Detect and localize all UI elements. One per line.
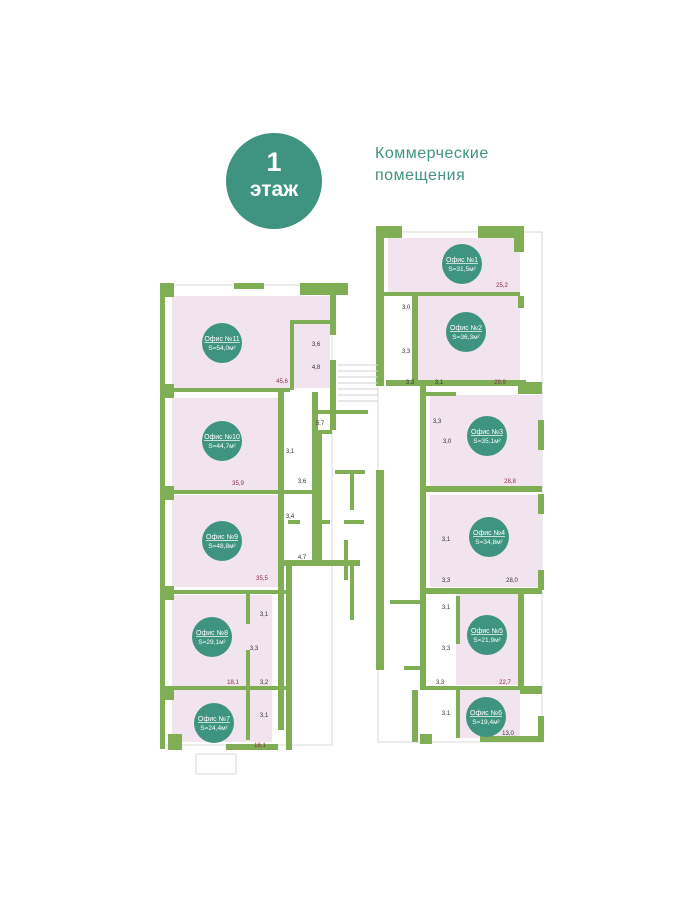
office-name-1: Офис №1 xyxy=(446,257,478,264)
office-markers xyxy=(192,244,509,743)
dim-label: 22,7 xyxy=(499,680,511,686)
dim-label: 35,9 xyxy=(232,481,244,487)
office-name-5: Офис №5 xyxy=(471,628,503,635)
office-name-11: Офис №11 xyxy=(204,336,239,343)
dim-label: 3,3 xyxy=(436,680,445,686)
dim-label: 25,2 xyxy=(496,283,508,289)
dim-label: 3,3 xyxy=(406,380,415,386)
office-name-10: Офис №10 xyxy=(204,434,240,441)
office-marker-1[interactable] xyxy=(442,244,482,284)
room-dimensions: 25,2 3,0 3,3 29,9 3,3 3,1 3,3 3,0 28,8 3… xyxy=(227,283,518,749)
office-marker-3[interactable] xyxy=(467,416,507,456)
office-name-2: Офис №2 xyxy=(450,325,482,332)
office-name-7: Офис №7 xyxy=(198,716,230,723)
dim-label: 3,1 xyxy=(442,605,451,611)
dim-label: 13,0 xyxy=(502,731,514,737)
dim-label: 3,3 xyxy=(402,349,411,355)
office-marker-7[interactable] xyxy=(194,703,234,743)
office-name-4: Офис №4 xyxy=(473,530,505,537)
stairs xyxy=(338,364,378,402)
dim-label: 18,1 xyxy=(227,680,239,686)
office-marker-9[interactable] xyxy=(202,521,242,561)
floor-word: этаж xyxy=(249,178,299,201)
office-area-10: S=44,7м² xyxy=(208,443,236,450)
dim-label: 3,6 xyxy=(298,479,307,485)
walls xyxy=(160,226,544,750)
office-area-6: S=19,4м² xyxy=(472,719,500,726)
office-name-9: Офис №9 xyxy=(206,534,238,541)
office-area-9: S=48,8м² xyxy=(208,543,236,550)
office-marker-8[interactable] xyxy=(192,617,232,657)
office-area-5: S=21,9м² xyxy=(473,637,501,644)
office-area-3: S=35,1м² xyxy=(473,438,501,445)
page-title-line-1: Коммерческие xyxy=(375,145,489,162)
page-title: Коммерческие помещения xyxy=(375,143,575,187)
dim-label: 3,1 xyxy=(442,711,451,717)
floor-number: 1 xyxy=(266,147,282,177)
dim-label: 45,6 xyxy=(276,379,288,385)
dim-label: 3,3 xyxy=(442,578,451,584)
office-area-1: S=31,5м² xyxy=(448,266,476,273)
dim-label: 35,5 xyxy=(256,576,268,582)
office-marker-4[interactable] xyxy=(469,517,509,557)
dim-label: 3,1 xyxy=(260,612,269,618)
office-area-2: S=36,3м² xyxy=(452,334,480,341)
office-floor-11 xyxy=(172,296,330,388)
dim-label: 3,0 xyxy=(402,305,411,311)
dim-label: 3,3 xyxy=(433,419,442,425)
office-name-6: Офис №6 xyxy=(470,710,502,717)
dim-label: 3,3 xyxy=(442,646,451,652)
office-area-4: S=34,8м² xyxy=(475,539,503,546)
office-marker-10[interactable] xyxy=(202,421,242,461)
dim-label: 3,3 xyxy=(250,646,259,652)
dim-label: 28,0 xyxy=(506,578,518,584)
office-floors xyxy=(172,238,542,742)
office-marker-2[interactable] xyxy=(446,312,486,352)
page-title-line-2: помещения xyxy=(375,167,466,184)
office-marker-11[interactable] xyxy=(202,323,242,363)
office-area-7: S=24,4м² xyxy=(200,725,228,732)
office-name-3: Офис №3 xyxy=(471,429,503,436)
dim-label: 3,1 xyxy=(286,449,295,455)
dim-label: 3,2 xyxy=(260,680,269,686)
dim-label: 29,9 xyxy=(494,380,506,386)
office-marker-5[interactable] xyxy=(467,615,507,655)
office-area-8: S=29,1м² xyxy=(198,639,226,646)
dim-label: 3,6 xyxy=(312,342,321,348)
office-name-8: Офис №8 xyxy=(196,630,228,637)
dim-label: 3,0 xyxy=(443,439,452,445)
dim-label: 3,1 xyxy=(435,380,444,386)
dim-label: 28,8 xyxy=(504,479,516,485)
dim-label: 18,1 xyxy=(254,743,266,749)
office-area-11: S=54,0м² xyxy=(208,345,236,352)
floor-badge: 1 этаж xyxy=(226,133,322,229)
office-marker-6[interactable] xyxy=(466,697,506,737)
dim-label: 5,7 xyxy=(316,421,325,427)
dim-label: 3,1 xyxy=(442,537,451,543)
office-labels: Офис №1 S=31,5м² Офис №2 S=36,3м² Офис №… xyxy=(196,257,505,732)
dim-label: 4,7 xyxy=(298,555,307,561)
dim-label: 4,8 xyxy=(312,365,321,371)
dim-label: 3,4 xyxy=(286,514,295,520)
dim-label: 3,1 xyxy=(260,713,269,719)
